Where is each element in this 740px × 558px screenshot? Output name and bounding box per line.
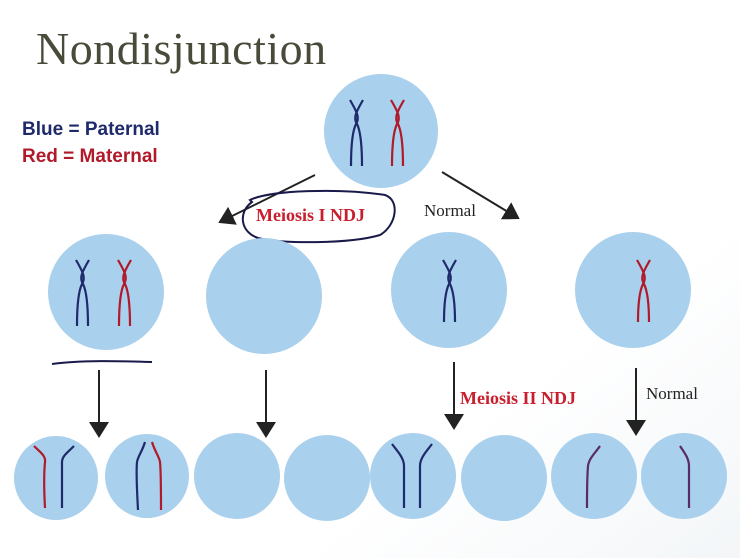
meiosis1-ndj-label: Meiosis I NDJ <box>256 205 365 225</box>
gamete-7 <box>551 433 637 519</box>
cell-row2-4 <box>575 232 691 348</box>
cell-row2-2 <box>206 238 322 354</box>
paternal-chromosome-pair <box>349 99 364 167</box>
gamete-8 <box>641 433 727 519</box>
arrow-to-normal-meiosis1 <box>441 171 520 220</box>
gamete-2 <box>105 434 189 518</box>
cell-row2-1 <box>48 234 164 350</box>
meiosis1-annotation-circle <box>242 189 396 244</box>
gamete-3 <box>194 433 280 519</box>
normal-label-bottom: Normal <box>646 384 698 403</box>
meiosis2-ndj-label: Meiosis II NDJ <box>460 388 576 408</box>
slide-title: Nondisjunction <box>36 23 327 74</box>
parent-cell <box>324 74 438 188</box>
gamete-4 <box>284 435 370 521</box>
arrow-to-meiosis1-ndj <box>218 174 316 225</box>
normal-label-top: Normal <box>424 201 476 220</box>
legend-maternal: Red = Maternal <box>22 146 158 167</box>
legend-paternal: Blue = Paternal <box>22 119 160 140</box>
maternal-chromosome-pair <box>390 99 405 167</box>
cell-row2-3 <box>391 232 507 348</box>
gamete-1 <box>14 436 98 520</box>
underline-annotation <box>51 360 153 365</box>
gamete-5 <box>370 433 456 519</box>
gamete-6 <box>461 435 547 521</box>
